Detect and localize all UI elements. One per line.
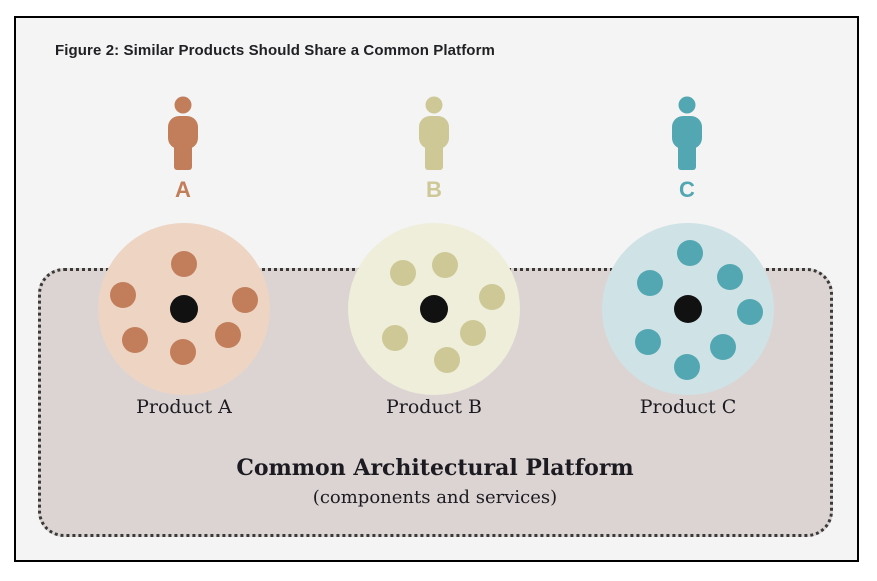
product-c-label: Product C	[639, 396, 737, 418]
component-dot	[232, 287, 258, 313]
component-dot	[110, 282, 136, 308]
component-dot	[637, 270, 663, 296]
product-b-label: Product B	[386, 396, 482, 418]
shared-component-dot	[674, 295, 702, 323]
user-b-label: B	[426, 177, 442, 202]
user-a-icon	[161, 96, 205, 174]
user-b-icon	[412, 96, 456, 174]
user-c-label: C	[679, 177, 695, 202]
component-dot	[434, 347, 460, 373]
component-dot	[674, 354, 700, 380]
product-b-circle	[348, 223, 520, 395]
component-dot	[122, 327, 148, 353]
figure-frame: Figure 2: Similar Products Should Share …	[14, 16, 859, 562]
shared-component-dot	[170, 295, 198, 323]
component-dot	[710, 334, 736, 360]
user-a-label: A	[175, 177, 191, 202]
product-a-circle	[98, 223, 270, 395]
user-c-icon	[665, 96, 709, 174]
component-dot	[215, 322, 241, 348]
component-dot	[170, 339, 196, 365]
platform-subtitle: (components and services)	[312, 487, 558, 508]
component-dot	[171, 251, 197, 277]
platform-title: Common Architectural Platform	[236, 455, 634, 481]
component-dot	[677, 240, 703, 266]
component-dot	[382, 325, 408, 351]
component-dot	[390, 260, 416, 286]
product-c-circle	[602, 223, 774, 395]
shared-component-dot	[420, 295, 448, 323]
product-a-label: Product A	[136, 396, 232, 418]
figure-title: Figure 2: Similar Products Should Share …	[55, 42, 495, 59]
component-dot	[717, 264, 743, 290]
component-dot	[635, 329, 661, 355]
component-dot	[460, 320, 486, 346]
component-dot	[432, 252, 458, 278]
component-dot	[479, 284, 505, 310]
component-dot	[737, 299, 763, 325]
